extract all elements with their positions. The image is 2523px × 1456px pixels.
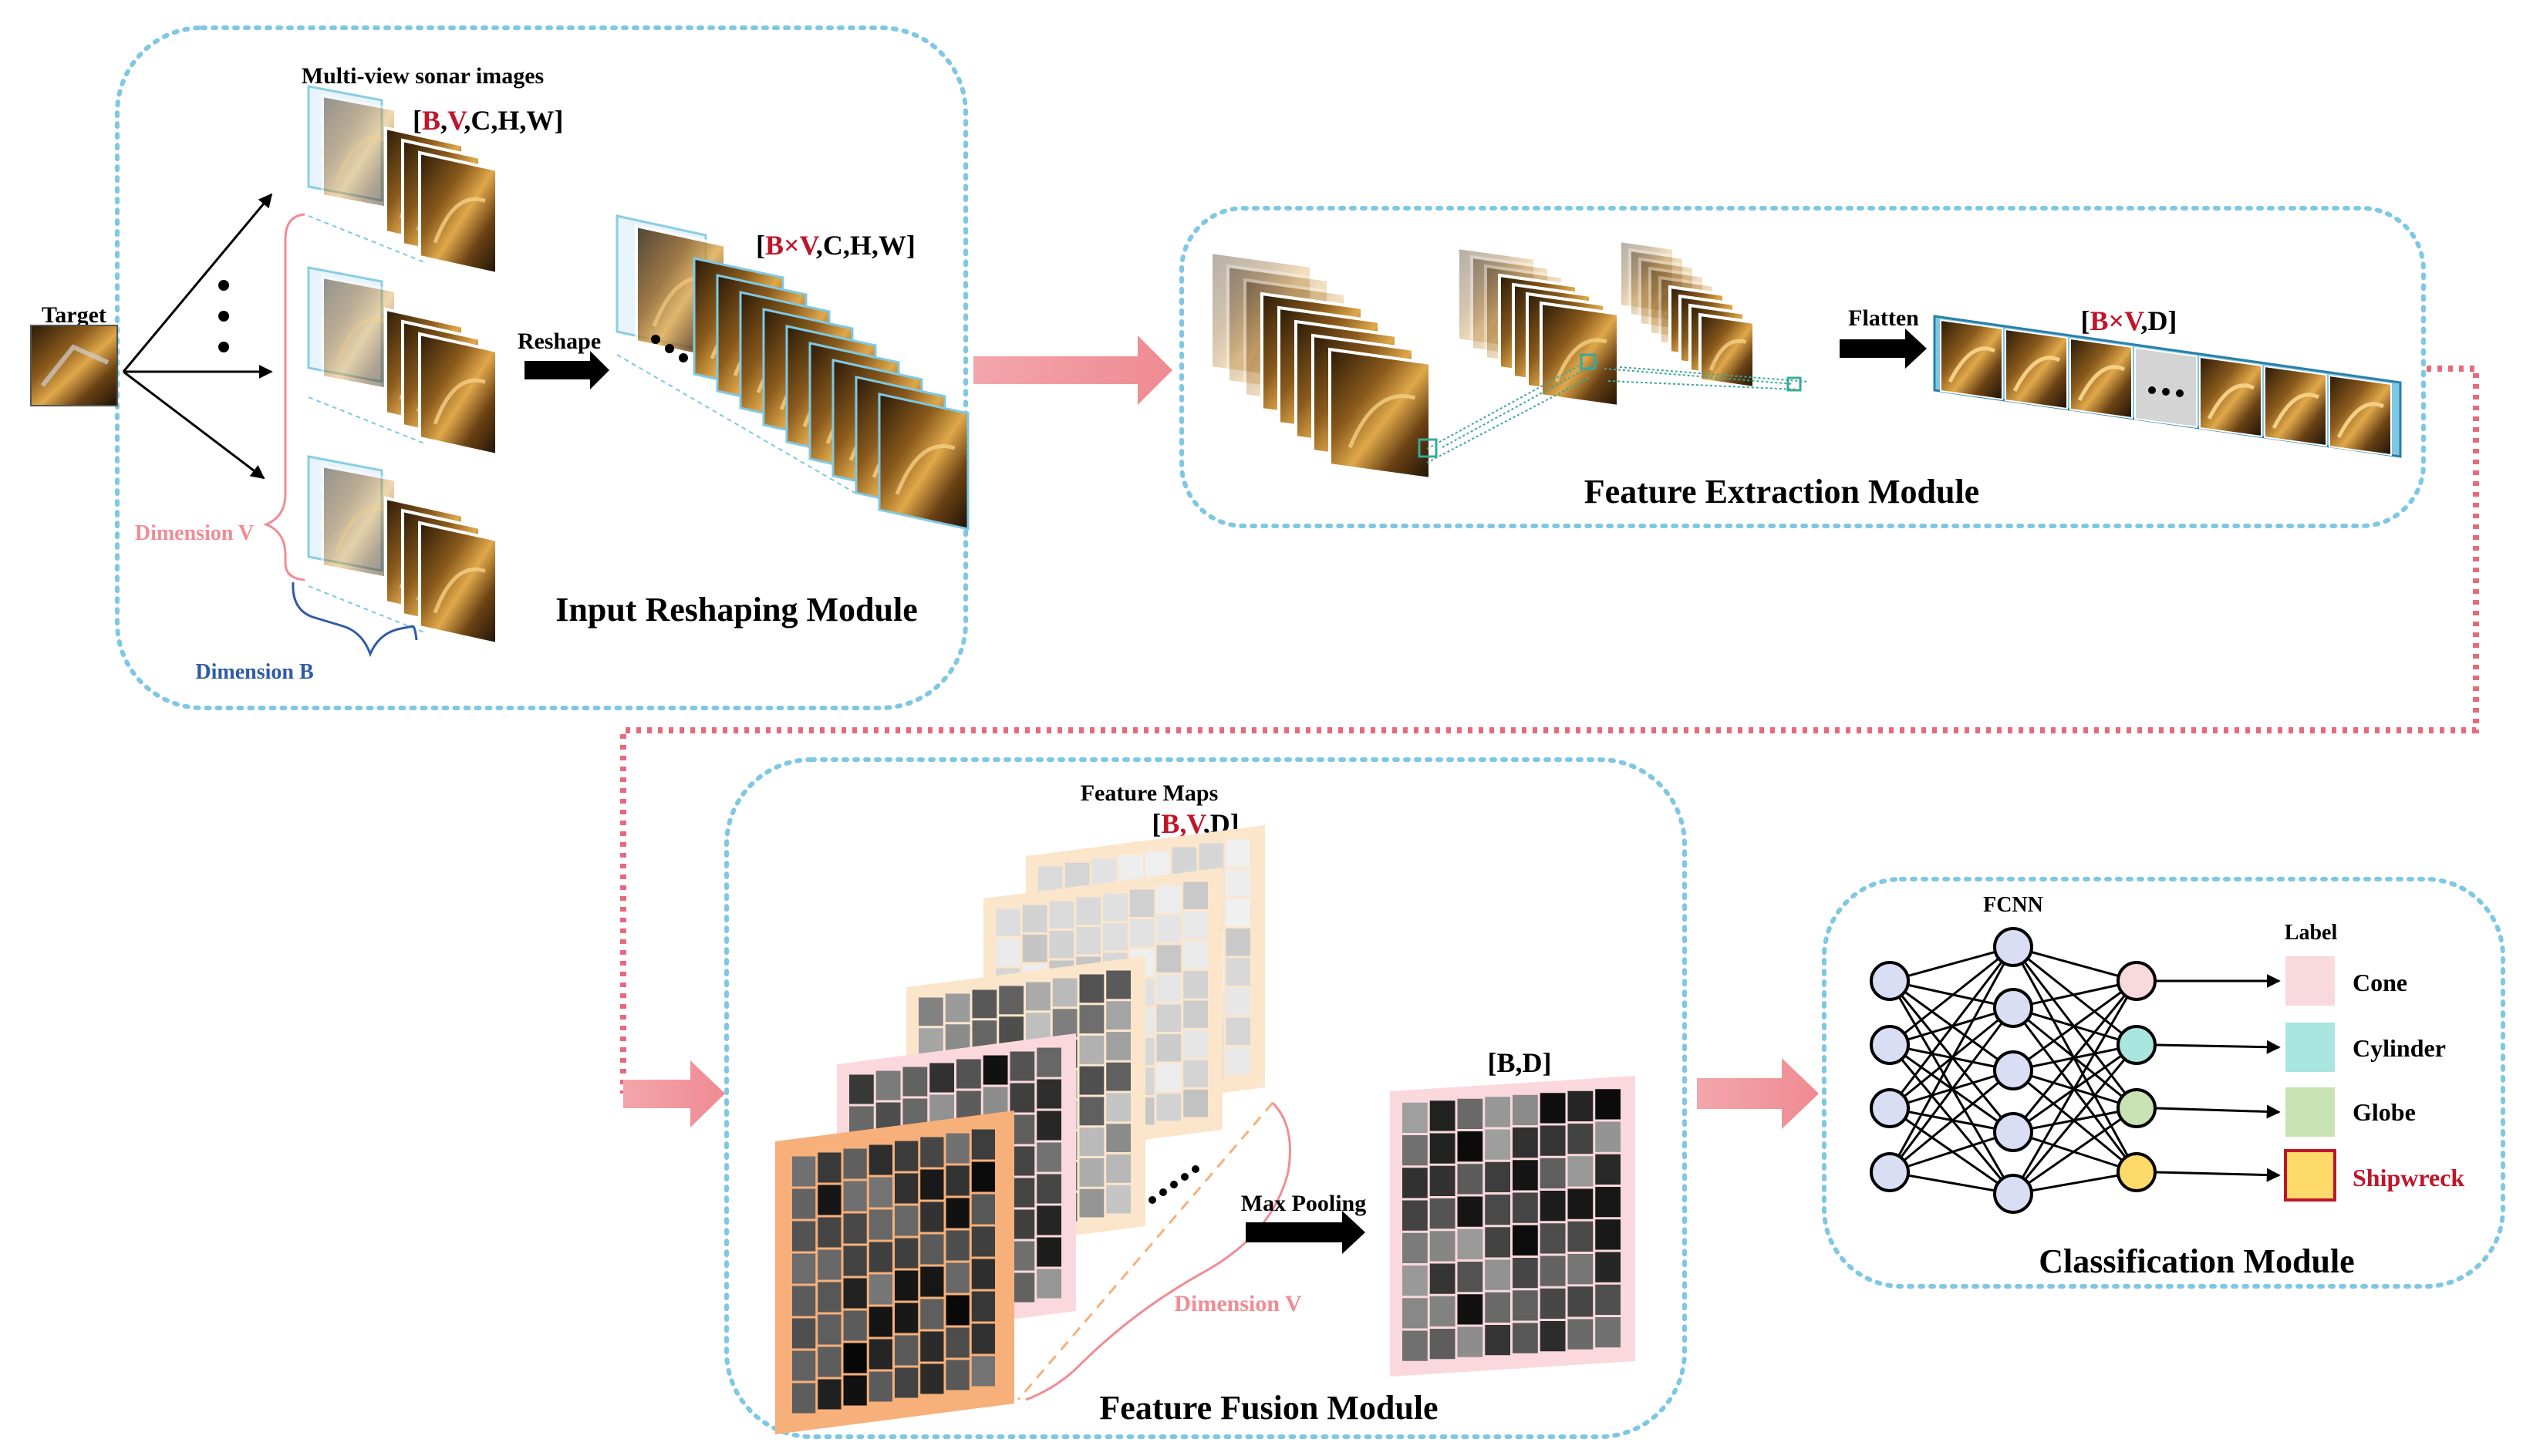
fcnn-node: [2117, 1088, 2157, 1128]
fcnn-node: [1993, 1174, 2033, 1214]
sonar-image-stack-2: [307, 266, 498, 457]
fcnn-connections: [1888, 945, 2138, 1195]
dimension-v-brace: [262, 213, 305, 581]
sonar-frame: [418, 521, 498, 646]
dimension-v-label: Dimension V: [135, 521, 254, 545]
fcnn-node: [1870, 961, 1910, 1001]
flattened-shape-label: [B×V,D]: [2081, 305, 2177, 336]
label-header: Label: [2285, 921, 2338, 945]
fcnn-node: [1993, 1112, 2033, 1152]
flattened-cell: [2199, 356, 2262, 438]
max-pooling-arrow: [1246, 1211, 1365, 1254]
classification-module-title: Classification Module: [2039, 1242, 2354, 1280]
dotted-connector-extraction-to-fusion: [620, 366, 2479, 1094]
flatten-arrow: [1840, 329, 1927, 369]
conv-stack-large: [1209, 250, 1438, 481]
kernel-box: [1418, 438, 1438, 458]
flatten-label: Flatten: [1848, 305, 1919, 331]
flattened-cell: [2264, 365, 2327, 447]
fusion-dimension-v-label: Dimension V: [1174, 1291, 1302, 1316]
reshaped-shape-label: [B×V,C,H,W]: [756, 230, 916, 261]
class-label-shipwreck: Shipwreck: [2353, 1164, 2464, 1191]
fcnn-node: [2117, 1152, 2157, 1192]
feature-extraction-module-box: [1179, 206, 2426, 528]
pooled-shape-label: [B,D]: [1488, 1047, 1552, 1078]
reshaped-image-stack: [616, 214, 970, 531]
fusion-dimension-v-brace: [1025, 1101, 1291, 1401]
sonar-frame: [418, 332, 498, 457]
feature-map-ellipsis: [1149, 1165, 1199, 1204]
receptive-field-lines: [1426, 360, 1810, 463]
class-swatch-cylinder: [2285, 1023, 2335, 1072]
conv-stack-medium: [1456, 245, 1620, 409]
fcnn-label: FCNN: [1983, 893, 2043, 917]
reshape-arrow: [525, 351, 609, 389]
kernel-box: [1786, 376, 1802, 392]
fcnn-node: [1870, 1025, 1910, 1065]
flow-arrow-fusion-to-classification: [1697, 1058, 1819, 1129]
flattened-feature-strip: [1933, 315, 2402, 458]
feature-fusion-module-box: [724, 757, 1687, 1439]
fcnn-node: [1993, 988, 2033, 1028]
class-label-cone: Cone: [2353, 969, 2407, 996]
feature-map-stack: [775, 825, 1274, 1434]
input-reshaping-module-box: [115, 25, 968, 710]
conv-stack-small: [1618, 238, 1802, 392]
fcnn-node: [1993, 1050, 2033, 1090]
flattened-cell: [2134, 346, 2198, 429]
sonar-frame: [1328, 347, 1432, 481]
class-swatch-globe: [2285, 1087, 2335, 1137]
sonar-frame: [878, 393, 970, 531]
feature-map: [1390, 1076, 1635, 1377]
class-label-cylinder: Cylinder: [2353, 1034, 2446, 1062]
class-label-globe: Globe: [2353, 1098, 2416, 1126]
input-module-title: Input Reshaping Module: [555, 591, 917, 629]
dimension-b-brace: [292, 581, 418, 658]
input-shape-label: [B,V,C,H,W]: [413, 105, 563, 136]
class-swatch-shipwreck: [2284, 1149, 2336, 1202]
flattened-cell: [1940, 318, 2003, 401]
feature-maps-caption: Feature Maps: [1081, 780, 1219, 806]
sonar-image-stack-3: [307, 455, 498, 646]
class-swatch-cone: [2285, 956, 2335, 1006]
classification-module-box: [1822, 877, 2505, 1289]
reshaped-ellipsis: [651, 335, 688, 362]
dimension-b-label: Dimension B: [195, 660, 313, 684]
kernel-box: [1580, 353, 1597, 370]
target-label: Target: [42, 302, 106, 328]
sonar-frame: [1698, 312, 1756, 390]
flattened-cell: [2005, 328, 2068, 410]
output-arrows: [2156, 974, 2281, 1182]
images-caption: Multi-view sonar images: [302, 63, 544, 89]
extraction-module-title: Feature Extraction Module: [1584, 473, 1979, 511]
reshape-label: Reshape: [518, 329, 601, 354]
target-image: [30, 325, 118, 406]
max-pooling-label: Max Pooling: [1241, 1191, 1367, 1216]
fcnn-nodes: [1870, 927, 2157, 1214]
flow-arrow-into-fusion: [623, 1060, 725, 1127]
sonar-frame: [418, 150, 498, 276]
fusion-module-title: Feature Fusion Module: [1099, 1389, 1438, 1427]
ellipsis-dots: [218, 280, 229, 352]
fcnn-node: [2117, 961, 2157, 1001]
flattened-cell: [2329, 374, 2392, 457]
target-arrows: [122, 193, 273, 480]
fcnn-node: [1870, 1088, 1910, 1128]
feature-map: [775, 1111, 1014, 1434]
flattened-cell: [2069, 337, 2133, 420]
flow-arrow-input-to-extraction: [973, 335, 1172, 405]
pooled-feature-map: [1390, 1076, 1635, 1377]
sonar-frame: [1540, 301, 1620, 409]
fcnn-node: [2117, 1025, 2157, 1065]
fcnn-node: [1870, 1152, 1910, 1192]
sonar-image-stack-1: [307, 85, 498, 276]
fcnn-node: [1993, 927, 2033, 967]
